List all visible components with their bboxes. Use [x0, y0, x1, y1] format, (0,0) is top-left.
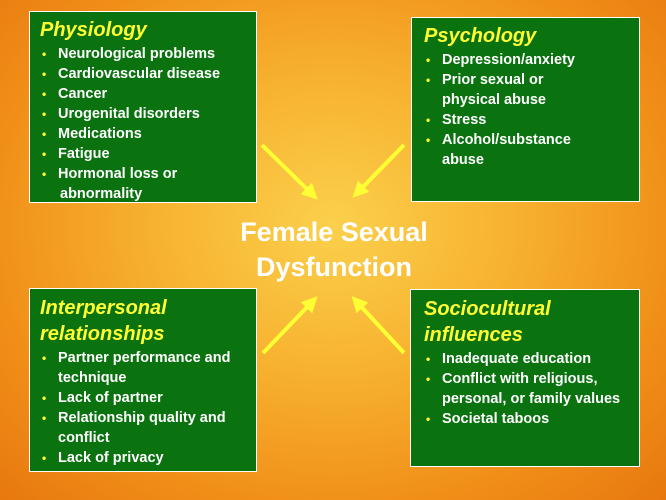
arrow-interpersonal	[261, 296, 318, 355]
sociocultural-box: Sociocultural influences Inadequate educ…	[410, 289, 640, 467]
sociocultural-list: Inadequate education Conflict with relig…	[424, 349, 636, 429]
list-item: Neurological problems	[40, 44, 256, 64]
list-item: Medications	[40, 124, 256, 144]
list-item: Stress	[424, 110, 624, 130]
list-item: Relationship quality and conflict	[40, 408, 228, 448]
list-item: Prior sexual or physical abuse	[424, 70, 582, 110]
physiology-title: Physiology	[40, 19, 147, 41]
list-item: Lack of privacy	[40, 448, 245, 468]
physiology-box: Physiology Neurological problems Cardiov…	[29, 11, 257, 203]
center-title-line1: Female Sexual	[240, 217, 428, 247]
interpersonal-title-line1: Interpersonal	[40, 297, 167, 319]
list-item: Cardiovascular disease	[40, 64, 256, 84]
physiology-list: Neurological problems Cardiovascular dis…	[40, 44, 256, 184]
list-item: Urogenital disorders	[40, 104, 256, 124]
arrow-psychology	[352, 143, 406, 198]
interpersonal-box: Interpersonal relationships Partner perf…	[29, 288, 257, 472]
interpersonal-title-line2: relationships	[40, 323, 165, 345]
list-item: Lack of partner	[40, 388, 245, 408]
psychology-box: Psychology Depression/anxiety Prior sexu…	[411, 17, 640, 202]
interpersonal-list: Partner performance and technique Lack o…	[40, 348, 245, 468]
list-item: Hormonal loss or	[40, 164, 256, 184]
physiology-continuation: abnormality	[60, 186, 143, 202]
list-item: Alcohol/substance abuse	[424, 130, 612, 170]
sociocultural-title: Sociocultural influences	[424, 296, 639, 348]
interpersonal-title: Interpersonal relationships	[40, 295, 256, 347]
list-item: Inadequate education	[424, 349, 636, 369]
list-item: Conflict with religious, personal, or fa…	[424, 369, 632, 409]
psychology-list: Depression/anxiety Prior sexual or physi…	[424, 50, 624, 170]
arrow-sociocultural	[351, 296, 406, 355]
list-item: Depression/anxiety	[424, 50, 624, 70]
sociocultural-title-line2: influences	[424, 324, 523, 346]
center-title: Female Sexual Dysfunction	[200, 215, 468, 285]
list-item: Cancer	[40, 84, 256, 104]
list-item: Partner performance and technique	[40, 348, 233, 388]
list-item: Societal taboos	[424, 409, 636, 429]
center-title-line2: Dysfunction	[255, 252, 412, 282]
arrow-physiology	[260, 143, 318, 200]
list-item: Fatigue	[40, 144, 256, 164]
psychology-title: Psychology	[424, 25, 537, 47]
sociocultural-title-line1: Sociocultural	[424, 298, 551, 320]
